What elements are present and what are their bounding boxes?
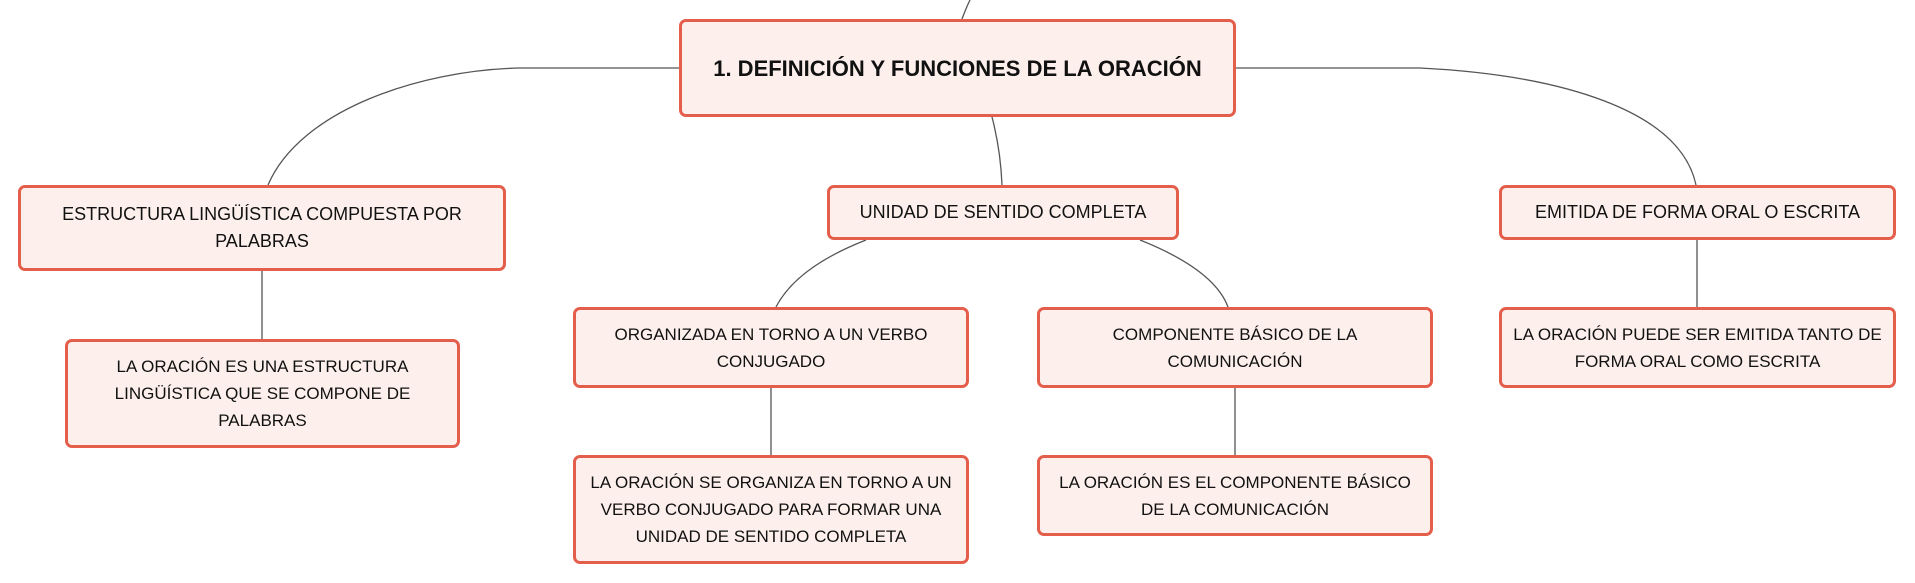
subtopic-verbo-detail[interactable]: LA ORACIÓN SE ORGANIZA EN TORNO A UN VER… [573, 455, 969, 564]
root-topic[interactable]: 1. DEFINICIÓN Y FUNCIONES DE LA ORACIÓN [679, 19, 1236, 117]
subtopic-estructura-detail[interactable]: LA ORACIÓN ES UNA ESTRUCTURA LINGÜÍSTICA… [65, 339, 460, 448]
connector-parent-to-root [961, 0, 971, 20]
subtopic-emitida-detail[interactable]: LA ORACIÓN PUEDE SER EMITIDA TANTO DE FO… [1499, 307, 1896, 388]
connector-branch-b-to-child-2 [1139, 239, 1229, 308]
connector-root-to-branch-c [1236, 67, 1697, 186]
connector-root-to-branch-b [991, 116, 1003, 186]
connector-branch-b-to-child-1 [775, 239, 867, 308]
topic-estructura-linguistica[interactable]: ESTRUCTURA LINGÜÍSTICA COMPUESTA POR PAL… [18, 185, 506, 271]
connector-root-to-branch-a [267, 67, 679, 186]
subtopic-componente-detail[interactable]: LA ORACIÓN ES EL COMPONENTE BÁSICO DE LA… [1037, 455, 1433, 536]
subtopic-verbo-conjugado[interactable]: ORGANIZADA EN TORNO A UN VERBO CONJUGADO [573, 307, 969, 388]
topic-emitida-oral-escrita[interactable]: EMITIDA DE FORMA ORAL O ESCRITA [1499, 185, 1896, 240]
subtopic-componente-basico[interactable]: COMPONENTE BÁSICO DE LA COMUNICACIÓN [1037, 307, 1433, 388]
topic-unidad-de-sentido[interactable]: UNIDAD DE SENTIDO COMPLETA [827, 185, 1179, 240]
